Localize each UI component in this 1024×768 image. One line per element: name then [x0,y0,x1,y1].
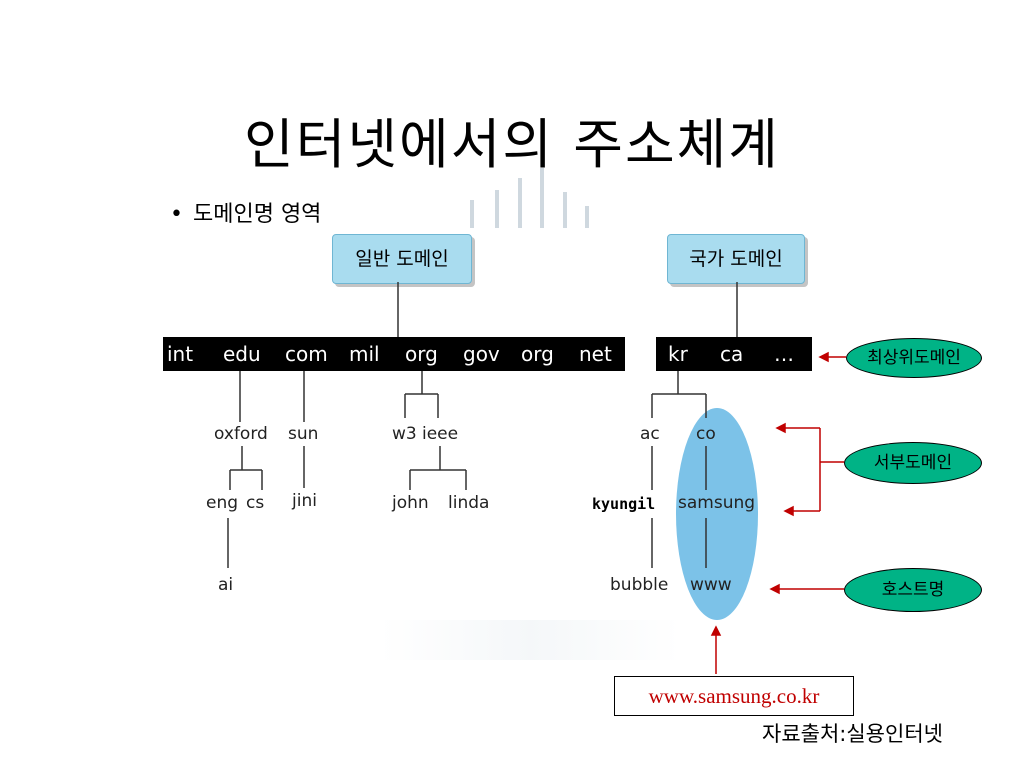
bullet-item: • 도메인명 영역 [170,196,321,228]
node-w3: w3 [392,424,417,444]
slide-title: 인터넷에서의 주소체계 [244,113,780,176]
tld-org-2: org [521,342,554,366]
callout-host-name: 호스트명 [844,568,982,612]
decorative-bar [518,178,522,228]
tld-ellipsis: … [774,342,794,366]
country-tld-bar: kr ca … [656,337,812,371]
tld-mil: mil [349,342,380,366]
tld-gov: gov [463,342,500,366]
bullet-dot-icon: • [170,202,183,227]
node-kyungil: kyungil [592,495,656,513]
node-john: john [392,493,429,513]
decorative-bar [470,200,474,228]
node-www: www [690,575,732,595]
bullet-text: 도메인명 영역 [192,202,322,227]
node-jini: jini [292,491,317,511]
decorative-bar [540,168,544,228]
general-tld-bar: int edu com mil org gov org net [163,337,625,371]
source-citation: 자료출처:실용인터넷 [762,722,943,746]
url-box: www.samsung.co.kr [614,676,854,716]
node-co: co [696,424,716,444]
tld-kr: kr [668,342,688,366]
decorative-bar [495,190,499,228]
node-cs: cs [246,493,265,513]
tld-ca: ca [720,342,744,366]
node-samsung: samsung [678,493,756,513]
general-domain-box: 일반 도메인 [332,234,472,284]
decorative-bar [585,206,589,228]
decorative-band [380,620,680,660]
country-domain-box: 국가 도메인 [667,234,805,284]
callout-top-level-domain: 최상위도메인 [846,338,982,378]
node-sun: sun [288,424,319,444]
tld-org: org [405,342,438,366]
highlight-ellipse [676,408,758,620]
node-oxford: oxford [214,424,268,444]
node-bubble: bubble [610,575,669,595]
node-ai: ai [218,575,234,595]
node-linda: linda [448,493,490,513]
decorative-bar [563,192,567,228]
tld-edu: edu [223,342,261,366]
tld-net: net [579,342,612,366]
node-eng: eng [206,493,239,513]
node-ac: ac [640,424,660,444]
tld-int: int [167,342,194,366]
callout-sub-domain: 서부도메인 [844,442,982,484]
tld-com: com [285,342,328,366]
node-ieee: ieee [422,424,459,444]
